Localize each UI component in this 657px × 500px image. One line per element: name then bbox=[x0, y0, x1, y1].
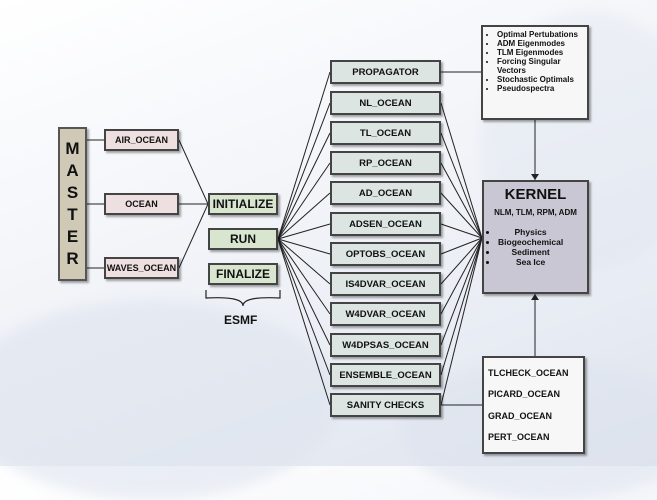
driver-tl-ocean: TL_OCEAN bbox=[330, 121, 441, 145]
run-to-driver-link bbox=[277, 132, 331, 240]
driver-to-kernel-link bbox=[440, 237, 483, 285]
driver-adsen-ocean: ADSEN_OCEAN bbox=[330, 212, 441, 236]
driver-optobs-ocean: OPTOBS_OCEAN bbox=[330, 242, 441, 266]
run-to-driver-link bbox=[277, 238, 331, 315]
run-to-driver-link bbox=[277, 238, 331, 406]
driver-nl-ocean: NL_OCEAN bbox=[330, 91, 441, 115]
connector-lines bbox=[87, 71, 539, 406]
check-item: PERT_OCEAN bbox=[488, 432, 550, 443]
driver-is4dvar-ocean: IS4DVAR_OCEAN bbox=[330, 272, 441, 296]
product-item: Forcing Singular Vectors bbox=[497, 57, 583, 75]
check-item: PICARD_OCEAN bbox=[488, 389, 561, 400]
model-ocean: OCEAN bbox=[104, 193, 179, 215]
check-item: TLCHECK_OCEAN bbox=[488, 367, 569, 378]
run-to-driver-link bbox=[277, 192, 331, 240]
model-to-esmf-link bbox=[178, 203, 209, 269]
driver-w4dpsas-ocean: W4DPSAS_OCEAN bbox=[330, 333, 441, 357]
driver-to-kernel-link bbox=[440, 192, 483, 239]
arrowhead bbox=[531, 294, 539, 300]
kernel-item: Sediment bbox=[498, 247, 563, 257]
master-letter: T bbox=[67, 205, 78, 224]
master-letter: R bbox=[66, 249, 79, 268]
master-letter: M bbox=[65, 139, 80, 158]
run-to-driver-link bbox=[277, 102, 331, 240]
driver-to-kernel-link bbox=[440, 237, 483, 376]
run-to-driver-link bbox=[277, 238, 331, 346]
driver-w4dvar-ocean: W4DVAR_OCEAN bbox=[330, 302, 441, 326]
master-box: M A S T E R bbox=[58, 127, 87, 281]
model-air-ocean: AIR_OCEAN bbox=[104, 129, 179, 151]
esmf-label: ESMF bbox=[224, 313, 258, 327]
run-to-driver-link bbox=[277, 223, 331, 240]
model-to-esmf-link bbox=[178, 139, 209, 205]
driver-to-kernel-link bbox=[440, 237, 483, 315]
run-to-driver-link bbox=[277, 71, 331, 240]
kernel-item: Biogeochemical bbox=[498, 237, 563, 247]
driver-rp-ocean: RP_OCEAN bbox=[330, 151, 441, 175]
product-item: Pseudospectra bbox=[497, 84, 583, 93]
kernel-item: Sea Ice bbox=[498, 257, 563, 267]
run-to-driver-link bbox=[277, 162, 331, 240]
product-item: Stochastic Optimals bbox=[497, 75, 583, 84]
esmf-bracket bbox=[205, 290, 281, 307]
product-item: TLM Eigenmodes bbox=[497, 48, 583, 57]
driver-to-kernel-link bbox=[440, 223, 483, 239]
product-item: ADM Eigenmodes bbox=[497, 39, 583, 48]
driver-ad-ocean: AD_OCEAN bbox=[330, 181, 441, 205]
kernel-item: Physics bbox=[498, 227, 563, 237]
esmf-finalize: FINALIZE bbox=[208, 263, 278, 285]
driver-to-kernel-link bbox=[440, 237, 483, 346]
driver-sanity-checks: SANITY CHECKS bbox=[330, 393, 441, 417]
driver-to-kernel-link bbox=[440, 237, 483, 406]
product-item: Optimal Pertubations bbox=[497, 30, 583, 39]
arrowhead bbox=[531, 174, 539, 180]
driver-ensemble-ocean: ENSEMBLE_OCEAN bbox=[330, 363, 441, 387]
run-to-driver-link bbox=[277, 238, 331, 285]
driver-to-kernel-link bbox=[440, 162, 483, 239]
check-item: GRAD_OCEAN bbox=[488, 410, 553, 421]
kernel-subtitle: NLM, TLM, RPM, ADM bbox=[494, 208, 577, 217]
master-letter: A bbox=[66, 161, 79, 180]
driver-to-kernel-link bbox=[440, 102, 483, 239]
kernel-box: KERNEL NLM, TLM, RPM, ADM Physics Biogeo… bbox=[482, 180, 589, 294]
kernel-title: KERNEL bbox=[504, 186, 567, 203]
run-to-driver-link bbox=[277, 238, 331, 255]
esmf-run: RUN bbox=[208, 228, 278, 250]
esmf-initialize: INITIALIZE bbox=[208, 193, 278, 215]
driver-to-kernel-link bbox=[440, 132, 483, 239]
driver-propagator: PROPAGATOR bbox=[330, 60, 441, 84]
master-letter: S bbox=[66, 183, 79, 202]
diagram: M A S T E R AIR_OCEAN OCEAN WAVES_OCEAN … bbox=[0, 0, 657, 466]
sanity-checks-box: TLCHECK_OCEAN PICARD_OCEAN GRAD_OCEAN PE… bbox=[482, 356, 585, 454]
master-letter: E bbox=[66, 227, 79, 246]
run-to-driver-link bbox=[277, 238, 331, 376]
propagator-products-box: Optimal Pertubations ADM Eigenmodes TLM … bbox=[481, 25, 589, 120]
model-waves-ocean: WAVES_OCEAN bbox=[104, 257, 179, 279]
driver-to-kernel-link bbox=[440, 237, 483, 255]
